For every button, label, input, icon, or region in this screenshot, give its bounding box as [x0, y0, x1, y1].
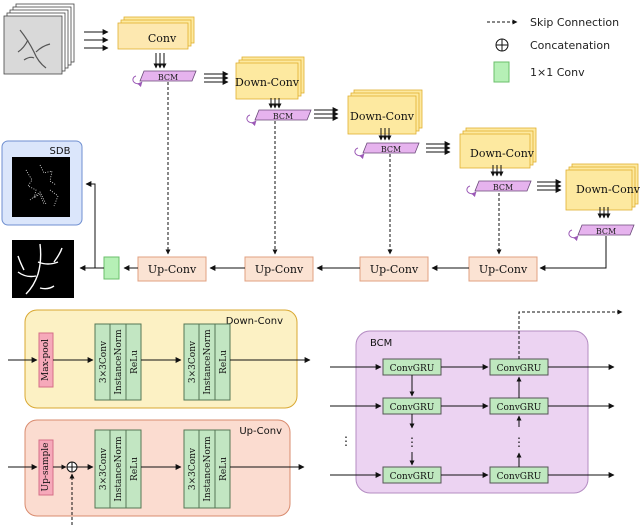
concat-icon [66, 461, 78, 473]
conv-label: Conv [148, 32, 177, 45]
conv3x3-label: 3×3Conv [188, 447, 198, 490]
bcm-5-label: BCM [596, 227, 616, 236]
relu-label: ReLu [219, 350, 229, 374]
bcm-1-label: BCM [158, 73, 178, 82]
down-conv-block-1: Down-Conv [235, 56, 305, 100]
down-conv-2-label: Down-Conv [350, 110, 415, 123]
convgru-label: ConvGRU [390, 364, 435, 374]
up-conv-detail: Up-Conv Up-sample 3×3Conv InstanceNorm R… [8, 419, 305, 525]
recurrent-loop-icon [568, 229, 579, 242]
legend-conv1x1-label: 1×1 Conv [530, 66, 585, 79]
up-conv-block-1: Up-Conv [137, 256, 207, 282]
bcm-skip-output [518, 309, 623, 359]
down-conv-block-4: Down-Conv [565, 163, 640, 211]
sdb-block: SDB [1, 140, 83, 226]
legend: Skip Connection Concatenation 1×1 Conv [487, 16, 619, 83]
up-conv-block-4: Up-Conv [468, 256, 538, 282]
up-conv-4-label: Up-Conv [479, 263, 528, 276]
conv3x3-label: 3×3Conv [188, 340, 198, 383]
convgru-label: ConvGRU [390, 472, 435, 482]
bcm-lateral-arrows [441, 364, 489, 478]
instancenorm-label: InstanceNorm [203, 436, 213, 502]
down-conv-block-3: Down-Conv [459, 127, 537, 169]
bcm-3: BCM [354, 128, 451, 160]
sdb-label: SDB [50, 146, 71, 157]
skip-connections [165, 82, 502, 255]
relu-label: ReLu [219, 457, 229, 481]
bcm-2: BCM [246, 98, 339, 127]
relu-label: ReLu [130, 457, 140, 481]
legend-concat-label: Concatenation [530, 39, 610, 52]
bcm-detail: BCM ConvGRU ConvGRU ConvGRU ConvGRU Conv… [330, 309, 623, 494]
upsample-label: Up-sample [41, 443, 51, 492]
conv3x3-label: 3×3Conv [99, 340, 109, 383]
recurrent-loop-icon [354, 147, 365, 160]
bcm-4: BCM [466, 165, 562, 198]
bcm-5: BCM [539, 207, 635, 271]
bcm-3-label: BCM [381, 145, 401, 154]
up-conv-unit-1: 3×3Conv InstanceNorm ReLu [94, 429, 142, 509]
down-conv-unit-1: 3×3Conv InstanceNorm ReLu [94, 323, 142, 401]
convgru-label: ConvGRU [497, 403, 542, 413]
input-image-stack [3, 3, 75, 75]
bcm-left-ellipsis: ⋮ [406, 435, 418, 449]
recurrent-loop-icon [132, 75, 143, 88]
down-conv-3-label: Down-Conv [470, 147, 535, 160]
bcm-1: BCM [132, 53, 229, 88]
conv3x3-label: 3×3Conv [99, 447, 109, 490]
up-conv-3-label: Up-Conv [370, 263, 419, 276]
maxpool-label: Max-pool [41, 339, 51, 381]
bcm-2-label: BCM [273, 112, 293, 121]
convgru-cell-r3: ConvGRU [489, 466, 549, 484]
convgru-cell-r1: ConvGRU [489, 358, 549, 376]
down-conv-block-2: Down-Conv [347, 89, 423, 135]
bcm-output-arrows [548, 364, 615, 478]
convgru-label: ConvGRU [390, 403, 435, 413]
bcm-input-ellipsis: ⋮ [340, 434, 352, 448]
convgru-label: ConvGRU [497, 364, 542, 374]
bcm-right-ellipsis: ⋮ [513, 435, 525, 449]
up-conv-unit-2: 3×3Conv InstanceNorm ReLu [183, 429, 231, 509]
down-conv-detail-title: Down-Conv [226, 316, 283, 327]
conv-block: Conv [117, 16, 195, 50]
down-conv-unit-2: 3×3Conv InstanceNorm ReLu [183, 323, 231, 401]
up-conv-block-2: Up-Conv [244, 256, 314, 282]
instancenorm-label: InstanceNorm [114, 329, 124, 395]
concatenation-legend-icon [495, 38, 509, 52]
up-conv-block-3: Up-Conv [359, 256, 429, 282]
convgru-label: ConvGRU [497, 472, 542, 482]
up-conv-2-label: Up-Conv [255, 263, 304, 276]
bcm-input-arrows [330, 364, 382, 478]
up-conv-1-label: Up-Conv [148, 263, 197, 276]
conv1x1-legend-icon [493, 61, 510, 83]
conv1x1-block [103, 256, 120, 280]
up-conv-detail-title: Up-Conv [239, 426, 282, 437]
convgru-cell-l2: ConvGRU [382, 397, 442, 415]
relu-label: ReLu [130, 350, 140, 374]
down-conv-detail: Down-Conv Max-pool 3×3Conv InstanceNorm … [8, 309, 311, 409]
sdb-arrow [85, 181, 96, 268]
convgru-cell-l1: ConvGRU [382, 358, 442, 376]
output-segmentation-image [12, 240, 74, 298]
legend-skip-label: Skip Connection [530, 16, 619, 29]
bcm-detail-title: BCM [370, 338, 392, 349]
down-conv-1-label: Down-Conv [235, 76, 300, 89]
recurrent-loop-icon [246, 114, 257, 127]
down-conv-4-label: Down-Conv [576, 183, 640, 196]
convgru-cell-l3: ConvGRU [382, 466, 442, 484]
input-arrows [84, 29, 109, 51]
instancenorm-label: InstanceNorm [114, 436, 124, 502]
convgru-cell-r2: ConvGRU [489, 397, 549, 415]
recurrent-loop-icon [466, 185, 477, 198]
instancenorm-label: InstanceNorm [203, 329, 213, 395]
bcm-4-label: BCM [493, 183, 513, 192]
